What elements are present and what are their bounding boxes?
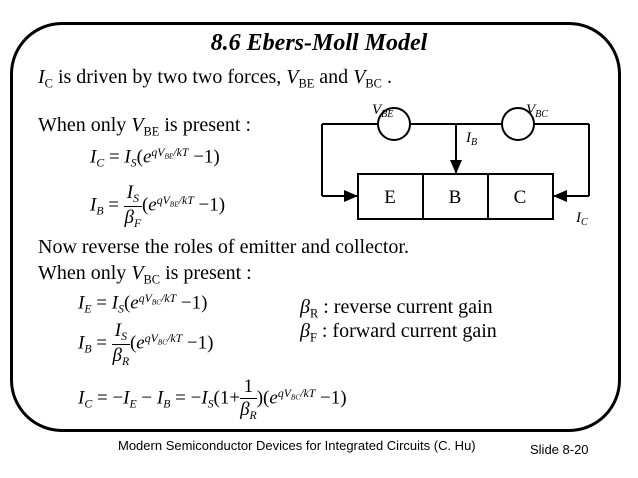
- transistor-body: [357, 173, 554, 220]
- emitter-current-arrow: [344, 190, 358, 202]
- intro-line: IC is driven by two two forces, VBE and …: [38, 66, 392, 91]
- base-current-arrow: [450, 160, 462, 174]
- ib-label: IB: [465, 130, 477, 148]
- forward-gain-label: βF : forward current gain: [300, 320, 497, 345]
- equation-ic-forward: IC = IS(eqVBE/kT −1): [90, 146, 220, 170]
- case2-heading-line1: Now reverse the roles of emitter and col…: [38, 236, 409, 258]
- equation-ie-reverse: IE = IS(eqVBC/kT −1): [78, 292, 208, 316]
- base-region-label: B: [449, 187, 462, 208]
- case2-heading-line2: When only VBC is present :: [38, 262, 252, 287]
- case1-heading: When only VBE is present :: [38, 114, 252, 139]
- footer-credit: Modern Semiconductor Devices for Integra…: [118, 438, 476, 453]
- slide-number: Slide 8-20: [530, 442, 589, 457]
- ic-label: IC: [575, 210, 588, 228]
- emitter-region-label: E: [384, 187, 396, 208]
- vbc-source-circle: [501, 107, 535, 141]
- reverse-gain-label: βR : reverse current gain: [300, 296, 493, 321]
- vbc-source-label: VBC: [526, 102, 548, 120]
- vbe-source-circle: [377, 107, 411, 141]
- slide-title: 8.6 Ebers-Moll Model: [210, 30, 428, 56]
- collector-region-label: C: [514, 187, 527, 208]
- slide-frame: [10, 22, 621, 432]
- collector-current-arrow: [553, 190, 567, 202]
- vbe-source-label: VBE: [372, 102, 393, 120]
